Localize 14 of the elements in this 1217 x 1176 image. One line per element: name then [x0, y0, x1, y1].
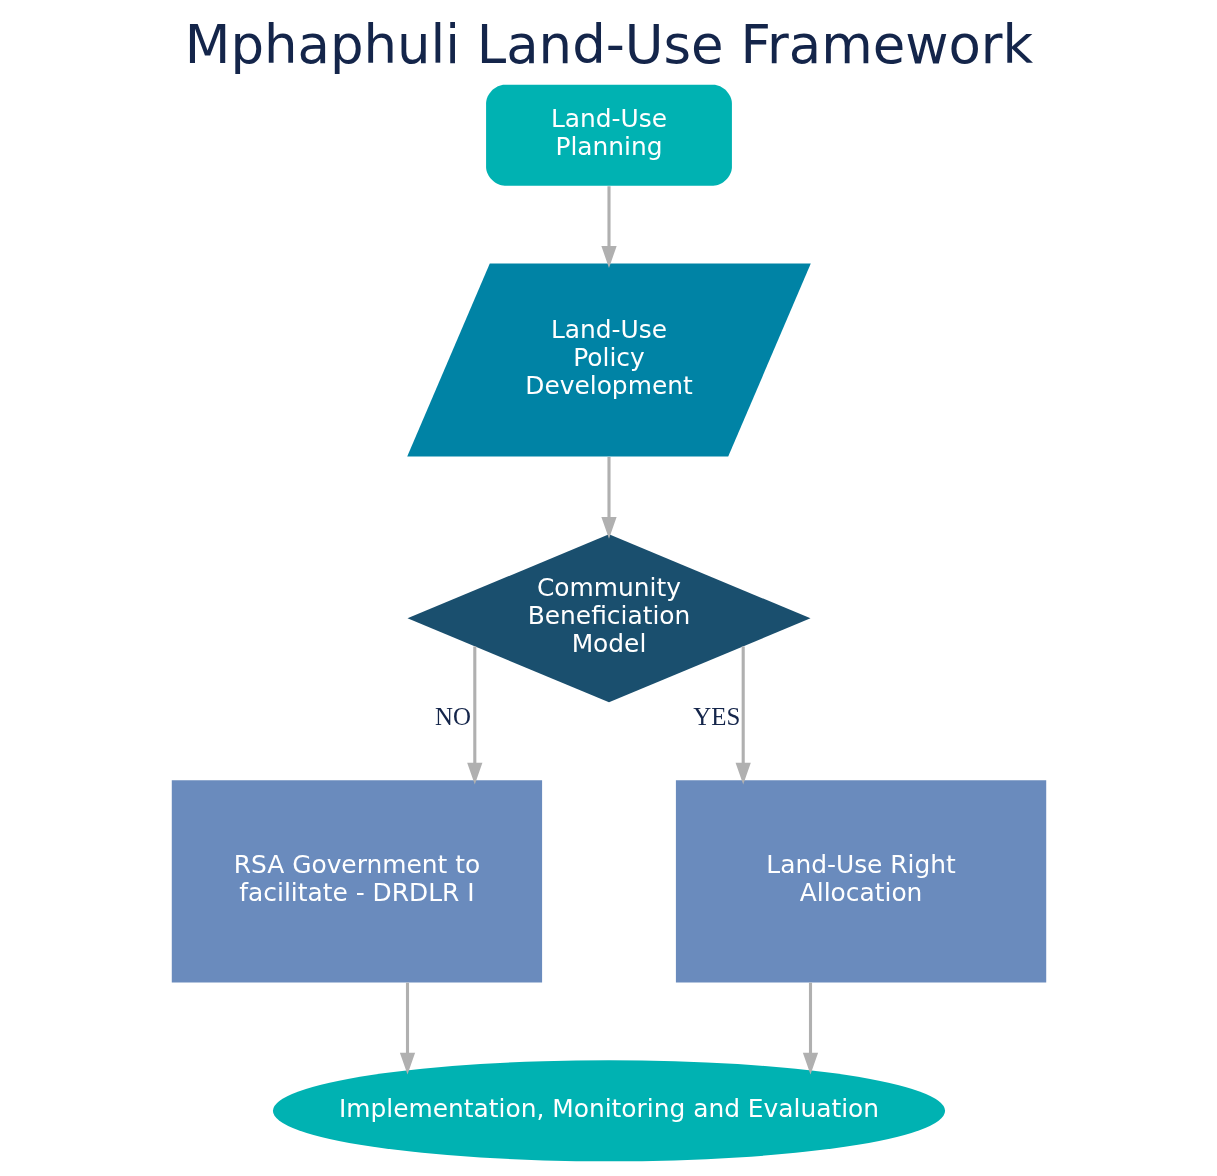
node-box: Land-Use Planning	[485, 84, 732, 186]
node-box: RSA Government to facilitate - DRDLR I	[171, 780, 542, 983]
arrow	[802, 982, 818, 1075]
node-ellipse: Implementation, Monitoring and Evaluation	[272, 1060, 945, 1162]
node-box: Land-Use Right Allocation	[675, 780, 1046, 983]
edge-label: NO	[434, 703, 471, 731]
edge-label: YES	[692, 703, 740, 731]
arrow	[600, 186, 617, 268]
diagram-title: Mphaphuli Land-Use Framework	[184, 14, 1033, 76]
arrow	[399, 982, 415, 1075]
arrow	[466, 646, 482, 785]
arrow	[735, 646, 751, 785]
node-diamond: Community Beneficiation Model	[407, 534, 810, 703]
arrow	[600, 456, 617, 539]
